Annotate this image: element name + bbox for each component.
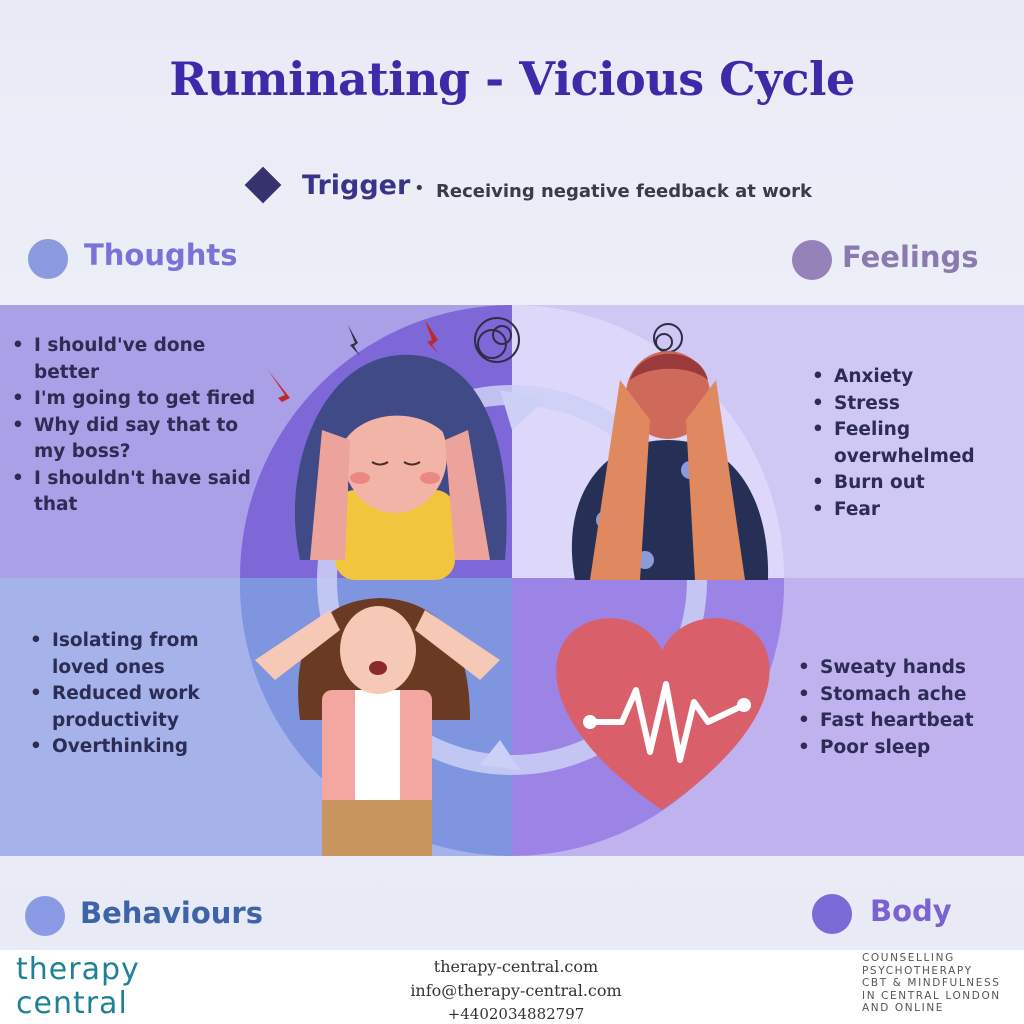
feelings-list: Anxiety Stress Feeling overwhelmed Burn … <box>812 364 1022 523</box>
list-item: Fear <box>812 497 1022 524</box>
services-line: AND ONLINE <box>862 1002 945 1014</box>
list-item: Reduced work productivity <box>30 681 250 734</box>
services-line: COUNSELLING <box>862 952 955 964</box>
phone-link[interactable]: +4402034882797 <box>447 1005 585 1023</box>
email-link[interactable]: info@therapy-central.com <box>410 981 622 1000</box>
website-link[interactable]: therapy-central.com <box>433 957 599 976</box>
behaviours-list: Isolating from loved ones Reduced work p… <box>30 628 250 761</box>
list-item: Stress <box>812 391 1022 418</box>
list-item: Isolating from loved ones <box>30 628 250 681</box>
services-line: PSYCHOTHERAPY <box>862 964 973 977</box>
lightning-icon <box>268 320 440 420</box>
list-item: I shouldn't have said that <box>12 466 262 519</box>
feelings-circle-icon <box>792 240 832 280</box>
list-item: Burn out <box>812 470 1022 497</box>
screaming-woman-icon <box>255 598 500 856</box>
trigger-label: Trigger <box>302 170 411 201</box>
services-line: IN CENTRAL LONDON <box>862 989 1001 1002</box>
thoughts-list: I should've done better I'm going to get… <box>12 333 262 519</box>
trigger-bullet: • <box>414 178 425 199</box>
behaviours-circle-icon <box>25 896 65 936</box>
body-circle-icon <box>812 894 852 934</box>
heart-pulse-icon <box>556 618 770 810</box>
list-item: Anxiety <box>812 364 1022 391</box>
thoughts-circle-icon <box>28 239 68 279</box>
list-item: Overthinking <box>30 734 250 761</box>
trigger-text: Receiving negative feedback at work <box>436 181 812 202</box>
page-title: Ruminating - Vicious Cycle <box>169 52 855 106</box>
behaviours-heading: Behaviours <box>80 896 263 930</box>
footer <box>0 950 1024 1024</box>
list-item: Fast heartbeat <box>798 708 1018 735</box>
cycle-illustration <box>239 305 785 856</box>
list-item: Poor sleep <box>798 735 1018 762</box>
list-item: I'm going to get fired <box>12 386 262 413</box>
head-in-hands-man-icon <box>571 351 769 580</box>
feelings-heading: Feelings <box>842 240 979 274</box>
list-item: Sweaty hands <box>798 655 1018 682</box>
diamond-icon <box>244 166 282 204</box>
services-tagline: COUNSELLING PSYCHOTHERAPY CBT & MINDFULN… <box>862 952 1022 1015</box>
list-item: Why did say that to my boss? <box>12 413 262 466</box>
list-item: Stomach ache <box>798 682 1018 709</box>
logo-text-therapy: therapy <box>16 952 140 987</box>
thoughts-heading: Thoughts <box>84 238 238 272</box>
services-line: CBT & MINDFULNESS <box>862 977 1001 989</box>
stressed-woman-icon <box>294 354 507 580</box>
body-heading: Body <box>870 894 952 928</box>
list-item: I should've done better <box>12 333 262 386</box>
logo-text-central: central <box>16 986 128 1021</box>
list-item: Feeling overwhelmed <box>812 417 1022 470</box>
body-list: Sweaty hands Stomach ache Fast heartbeat… <box>798 655 1018 761</box>
